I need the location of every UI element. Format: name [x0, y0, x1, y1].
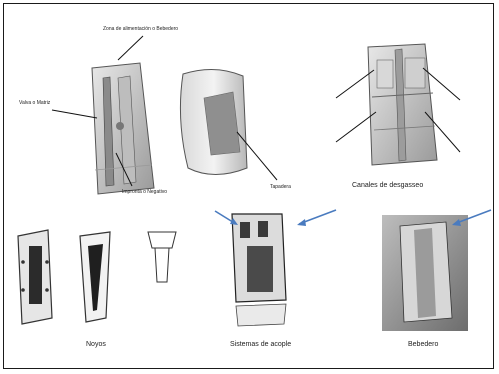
mould-valve-drawing — [92, 63, 154, 194]
vent-channels-drawing — [368, 44, 437, 165]
label-valve-matrix: Valva o Matriz — [19, 101, 50, 106]
label-coupling-systems: Sistemas de acople — [230, 341, 291, 348]
label-cores: Noyos — [86, 341, 106, 348]
label-vent-channels: Canales de desgasseo — [352, 182, 423, 189]
cores-drawings — [18, 230, 176, 324]
sprue-photo — [382, 215, 468, 331]
lid-drawing — [180, 69, 247, 174]
label-impression: Impronta o Negativo — [122, 190, 167, 195]
coupling-systems-drawing — [232, 214, 286, 326]
label-feeding-zone: Zona de alimentación o Bebedero — [103, 27, 178, 32]
label-sprue: Bebedero — [408, 341, 438, 348]
label-lid: Tapadera — [270, 185, 291, 190]
